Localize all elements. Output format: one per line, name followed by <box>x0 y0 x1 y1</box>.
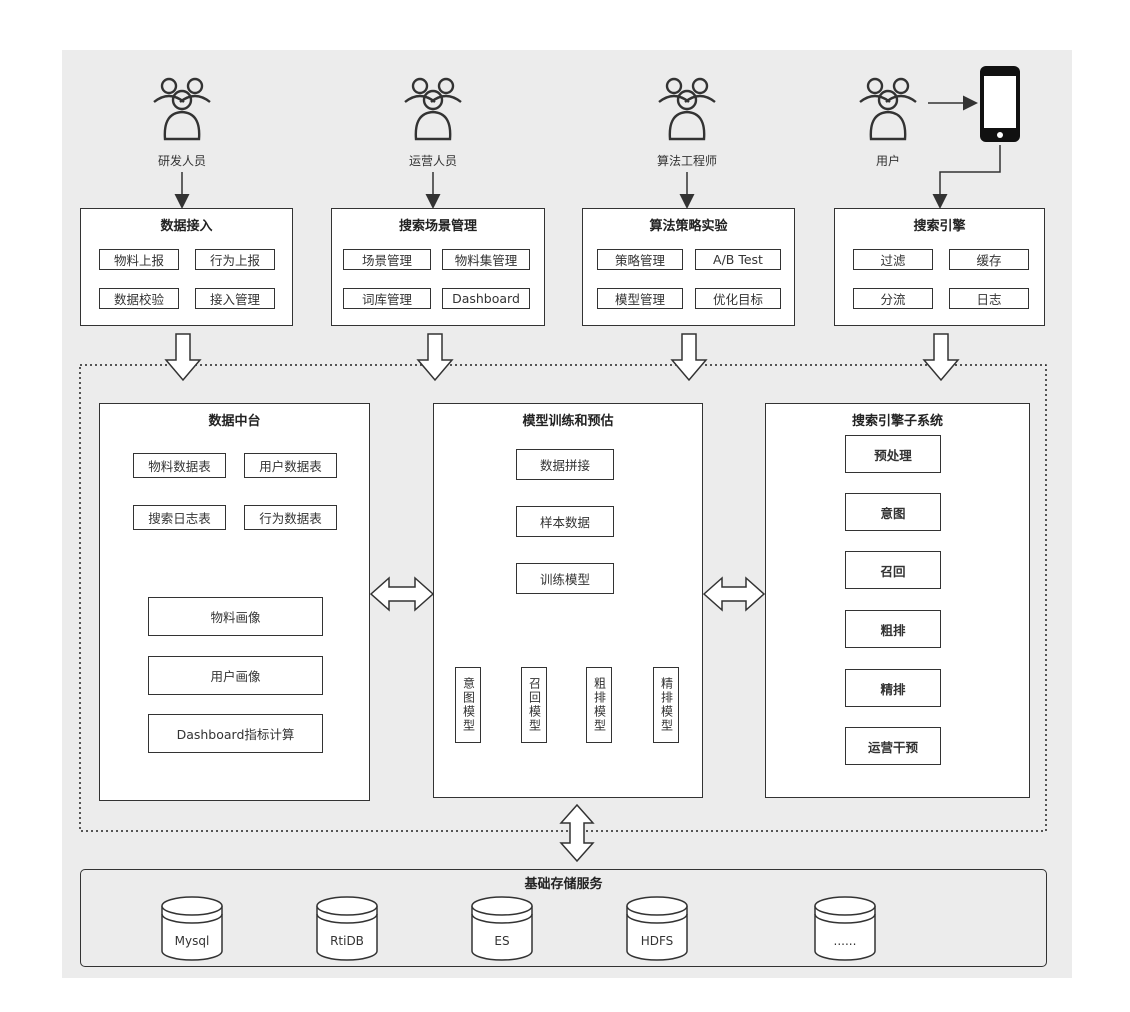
module-title: 搜索场景管理 <box>398 219 477 234</box>
hollow-double-arrow <box>369 576 435 612</box>
database-icon <box>814 896 876 961</box>
model-label: 召回模型 <box>527 677 542 733</box>
ingest-material-report: 物料上报 <box>99 249 179 270</box>
engine-filter: 过滤 <box>853 249 933 270</box>
module-title: 算法策略实验 <box>649 219 728 234</box>
panel-title: 基础存储服务 <box>524 877 603 892</box>
database-icon <box>161 896 223 961</box>
people-icon <box>404 77 462 141</box>
actor-label-algorithm-engineers: 算法工程师 <box>656 154 717 168</box>
optimization-target: 优化目标 <box>695 288 781 309</box>
model-label: 意图模型 <box>461 677 476 733</box>
database-icon <box>471 896 533 961</box>
hollow-down-arrow <box>670 333 708 382</box>
people-icon <box>658 77 716 141</box>
storage-mysql: Mysql <box>174 934 210 948</box>
people-icon <box>153 77 211 141</box>
hollow-double-arrow <box>559 803 595 863</box>
preprocess-step: 预处理 <box>845 435 941 473</box>
module-title: 搜索引擎 <box>913 219 966 234</box>
sample-data-step: 样本数据 <box>516 506 614 537</box>
ingest-access-management: 接入管理 <box>195 288 275 309</box>
actor-label-developers: 研发人员 <box>157 154 206 168</box>
behavior-data-table: 行为数据表 <box>244 505 337 530</box>
smartphone-icon <box>980 66 1020 142</box>
coarse-rank-step: 粗排 <box>845 610 941 648</box>
material-profile: 物料画像 <box>148 597 323 636</box>
hollow-down-arrow <box>922 333 960 382</box>
fine-rank-model: 精排模型 <box>653 667 679 743</box>
engine-cache: 缓存 <box>949 249 1029 270</box>
module-title: 数据接入 <box>160 219 213 234</box>
lexicon-management: 词库管理 <box>343 288 431 309</box>
actor-label-operators: 运营人员 <box>408 154 457 168</box>
panel-title: 数据中台 <box>208 414 261 429</box>
intent-step: 意图 <box>845 493 941 531</box>
intent-model: 意图模型 <box>455 667 481 743</box>
user-data-table: 用户数据表 <box>244 453 337 478</box>
hollow-down-arrow <box>164 333 202 382</box>
scene-management: 场景管理 <box>343 249 431 270</box>
people-icon <box>859 77 917 141</box>
fine-rank-step: 精排 <box>845 669 941 707</box>
panel-title: 模型训练和预估 <box>522 414 614 429</box>
ingest-data-validation: 数据校验 <box>99 288 179 309</box>
recall-step: 召回 <box>845 551 941 589</box>
engine-log: 日志 <box>949 288 1029 309</box>
dashboard-item: Dashboard <box>442 288 530 309</box>
hollow-down-arrow <box>416 333 454 382</box>
panel-storage: 基础存储服务 <box>80 869 1047 967</box>
model-label: 粗排模型 <box>592 677 607 733</box>
ab-test: A/B Test <box>695 249 781 270</box>
coarse-rank-model: 粗排模型 <box>586 667 612 743</box>
train-model-step: 训练模型 <box>516 563 614 594</box>
ingest-behavior-report: 行为上报 <box>195 249 275 270</box>
database-icon <box>626 896 688 961</box>
user-profile: 用户画像 <box>148 656 323 695</box>
hollow-double-arrow <box>702 576 766 612</box>
panel-title: 搜索引擎子系统 <box>851 414 943 429</box>
material-data-table: 物料数据表 <box>133 453 226 478</box>
database-icon <box>316 896 378 961</box>
storage-hdfs: HDFS <box>640 934 674 948</box>
data-join-step: 数据拼接 <box>516 449 614 480</box>
strategy-management: 策略管理 <box>597 249 683 270</box>
storage-rtidb: RtiDB <box>330 934 364 948</box>
manual-intervention-step: 运营干预 <box>845 727 941 765</box>
recall-model: 召回模型 <box>521 667 547 743</box>
storage-es: ES <box>494 934 510 948</box>
dashed-region <box>79 364 1047 832</box>
model-label: 精排模型 <box>659 677 674 733</box>
dashboard-metrics: Dashboard指标计算 <box>148 714 323 753</box>
engine-traffic-split: 分流 <box>853 288 933 309</box>
model-management: 模型管理 <box>597 288 683 309</box>
material-set-management: 物料集管理 <box>442 249 530 270</box>
search-log-table: 搜索日志表 <box>133 505 226 530</box>
actor-label-users: 用户 <box>875 154 900 168</box>
storage-more: ...... <box>833 934 857 948</box>
